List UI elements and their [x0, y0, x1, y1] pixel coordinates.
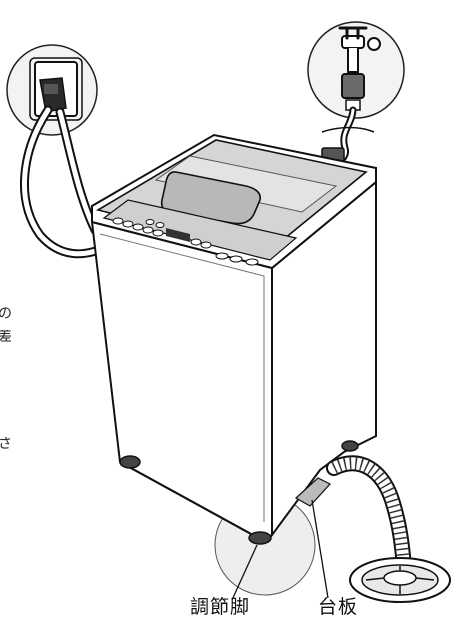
stand-board-label: 台板 [318, 598, 358, 617]
front-left-foot [120, 456, 140, 468]
rear-foot [342, 441, 358, 451]
adjuster-foot-label: 調節脚 [190, 598, 250, 617]
edge-text-fragment: の [0, 307, 12, 321]
washing-machine [92, 135, 376, 544]
edge-text-fragment: さ [0, 437, 12, 451]
floor-drain-icon [350, 558, 450, 602]
adjuster-foot [249, 532, 271, 544]
machine-front [92, 222, 272, 540]
edge-text-fragment: 差 [0, 330, 12, 344]
water-supply-hose [322, 110, 374, 165]
drain-hose [334, 463, 404, 566]
